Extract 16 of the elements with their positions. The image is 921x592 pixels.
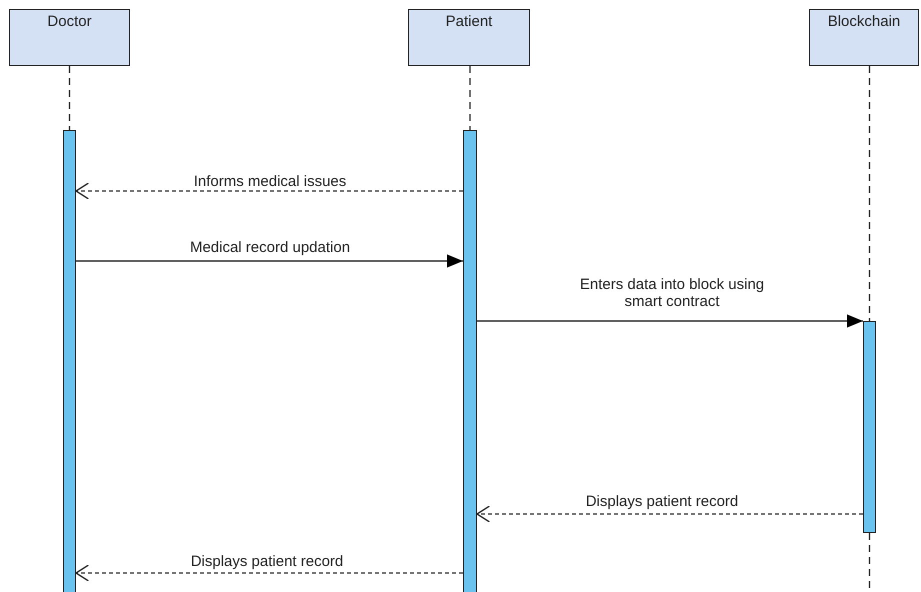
message-label: Displays patient record [584,492,740,510]
message-arrow [75,564,463,582]
message-arrow [76,254,463,268]
message-arrow [477,314,863,328]
lifeline [868,66,870,321]
lifeline [469,66,471,130]
message-arrow [476,505,863,523]
activation-bar [63,130,76,592]
message-label: Displays patient record [188,552,346,570]
activation-bar [463,130,477,592]
lifeline [68,66,70,130]
participant-box: Doctor [9,9,130,66]
participant-box: Blockchain [809,9,919,66]
participant-box: Patient [408,9,530,66]
message-arrow [75,182,463,200]
activation-bar [863,321,876,533]
